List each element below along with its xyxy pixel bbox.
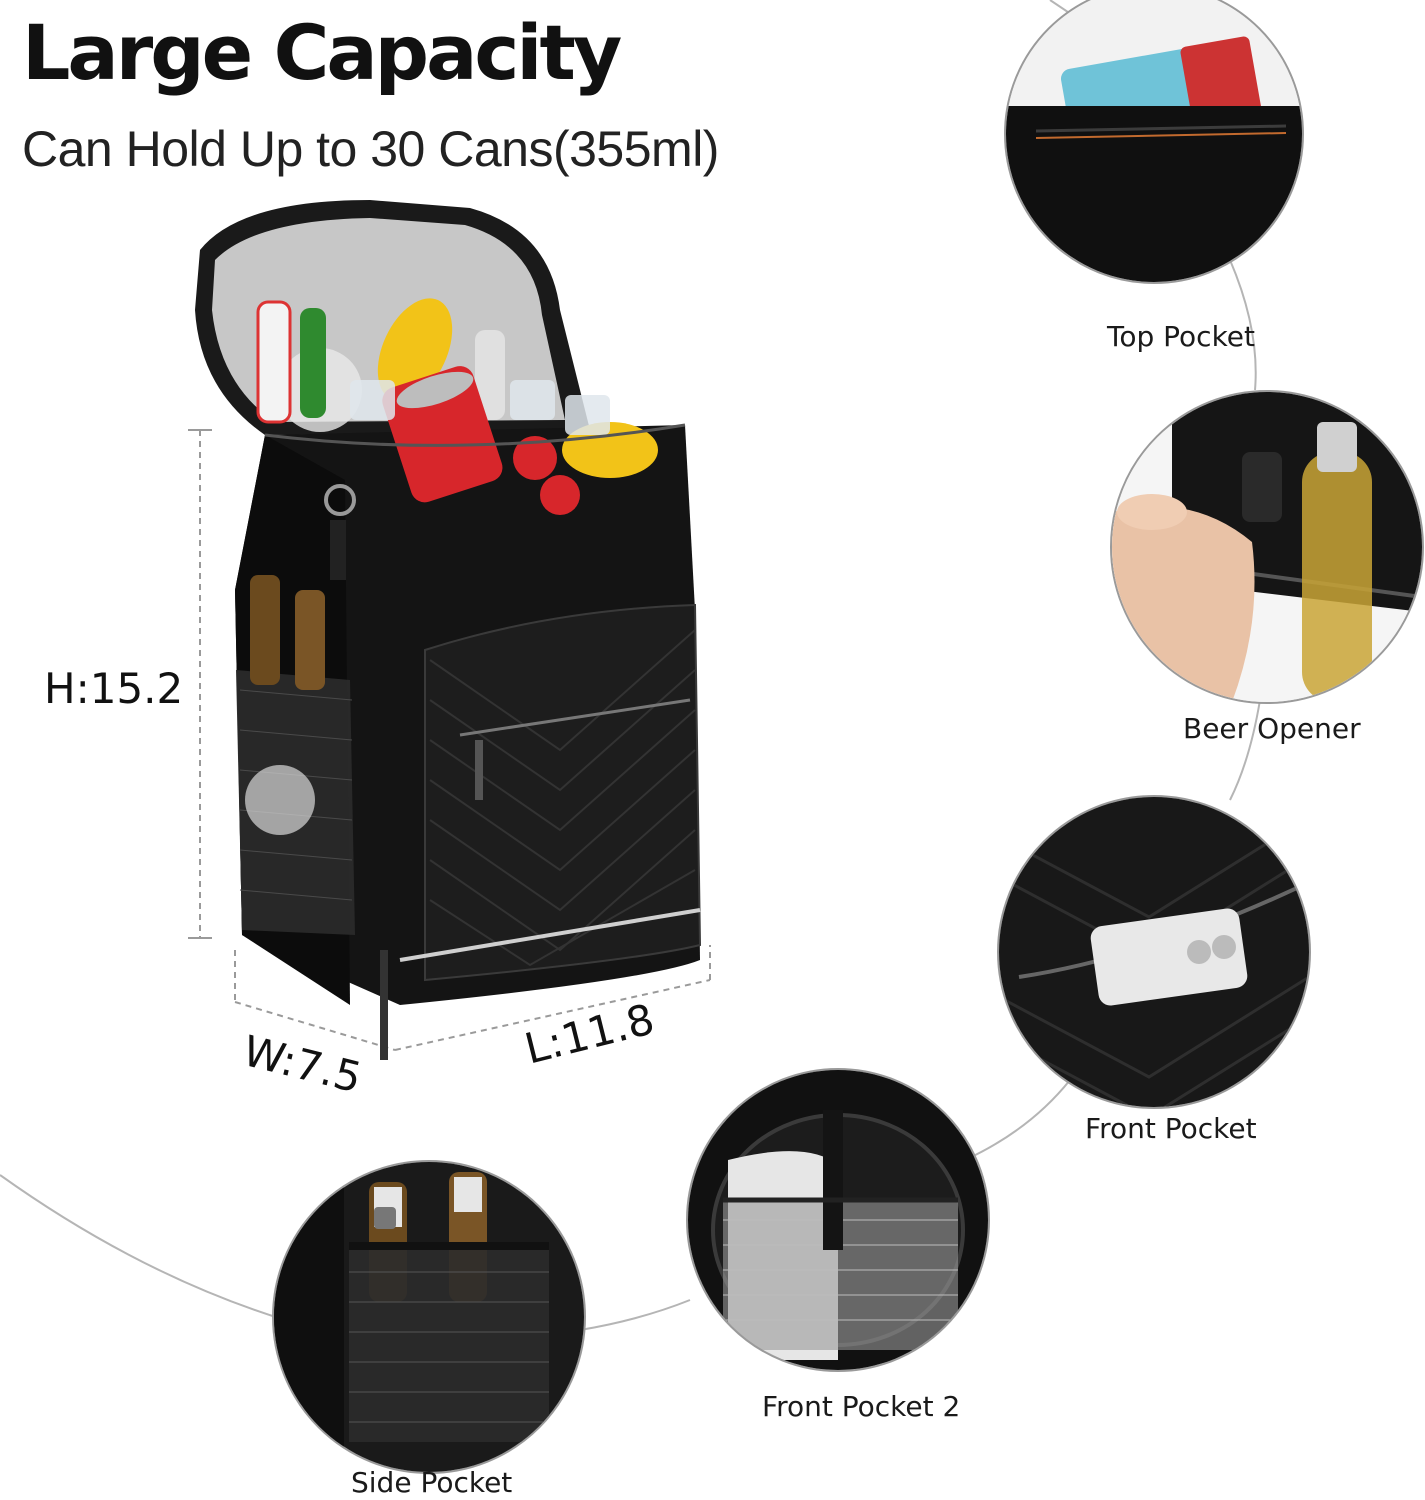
front-pocket-2-image	[686, 1068, 990, 1372]
beer-opener-label: Beer Opener	[1183, 712, 1361, 745]
cooler-backpack-image	[188, 200, 711, 1060]
front-pocket-image	[997, 795, 1311, 1109]
side-pocket-label: Side Pocket	[351, 1466, 513, 1499]
height-dimension-label: H:15.2	[44, 664, 184, 713]
front-pocket-2-label: Front Pocket 2	[762, 1390, 961, 1423]
top-pocket-label: Top Pocket	[1107, 320, 1255, 353]
page-title: Large Capacity	[22, 8, 622, 97]
side-pocket-image	[272, 1160, 586, 1474]
top-pocket-image	[1004, 0, 1304, 284]
page-subtitle: Can Hold Up to 30 Cans(355ml)	[22, 121, 719, 177]
beer-opener-image	[1110, 390, 1424, 704]
front-pocket-label: Front Pocket	[1085, 1112, 1257, 1145]
